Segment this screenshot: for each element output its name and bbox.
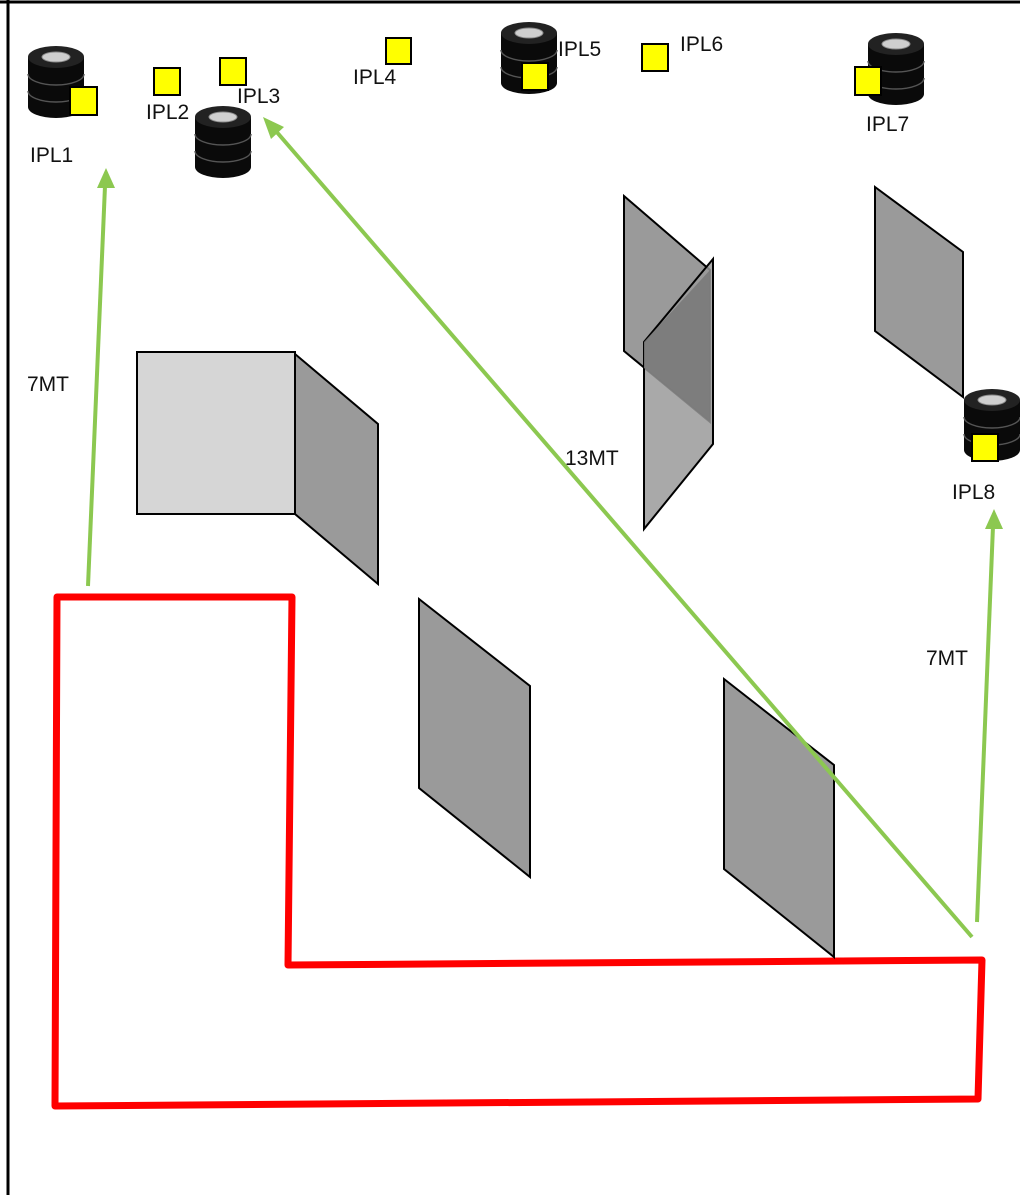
label-ipl3: IPL3	[237, 85, 280, 108]
sensor-icon-ipl2	[153, 67, 181, 96]
distance-arrow-right	[975, 509, 1003, 923]
sensor-icon-ipl4	[385, 37, 412, 65]
sensor-icon-ipl1	[69, 86, 98, 116]
sensor-icon-ipl3	[219, 57, 247, 86]
stack-icon-ipl3	[194, 105, 252, 179]
label-ipl7: IPL7	[866, 113, 909, 136]
label-ipl2: IPL2	[146, 101, 189, 124]
label-ipl1: IPL1	[30, 144, 73, 167]
box-side-face	[294, 351, 379, 587]
panel-right	[874, 185, 964, 399]
label-ipl4: IPL4	[353, 66, 397, 89]
panel-lower-right	[723, 676, 835, 960]
sensor-icon-ipl8	[971, 433, 999, 462]
sensor-icon-ipl5	[521, 62, 549, 91]
label-ipl5: IPL5	[558, 38, 601, 61]
label-ipl8: IPL8	[952, 481, 995, 504]
distance-arrow-diagonal	[263, 117, 974, 939]
red-zone-outline	[51, 593, 986, 1110]
distance-arrow-left	[86, 168, 115, 587]
label-ipl6: IPL6	[680, 33, 723, 56]
box-obstacle	[136, 351, 379, 587]
distance-label-diagonal: 13MT	[565, 447, 619, 470]
panel-crossed-overlap	[644, 270, 710, 422]
sensor-icon-ipl7	[854, 66, 882, 96]
box-front-face	[136, 351, 296, 515]
distance-label-right: 7MT	[926, 647, 968, 670]
panel-middle	[418, 596, 531, 880]
sensor-icon-ipl6	[641, 43, 669, 72]
distance-label-left: 7MT	[27, 373, 69, 396]
